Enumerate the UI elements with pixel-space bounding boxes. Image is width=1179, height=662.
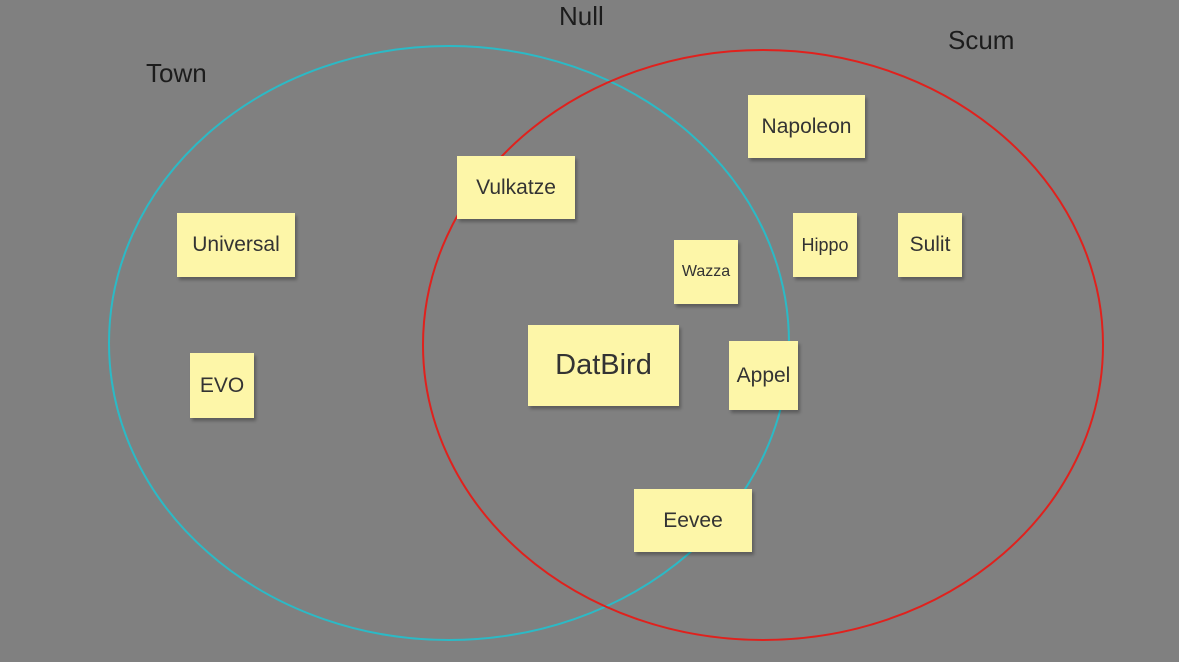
sticky-note-eevee[interactable]: Eevee: [634, 489, 752, 552]
town-label: Town: [146, 58, 207, 88]
null-label: Null: [559, 1, 604, 31]
sticky-note-datbird[interactable]: DatBird: [528, 325, 679, 406]
sticky-note-universal[interactable]: Universal: [177, 213, 295, 277]
scum-circle: [422, 49, 1104, 641]
sticky-note-vulkatze[interactable]: Vulkatze: [457, 156, 575, 219]
scum-label: Scum: [948, 25, 1015, 55]
sticky-note-sulit[interactable]: Sulit: [898, 213, 962, 277]
sticky-note-evo[interactable]: EVO: [190, 353, 254, 418]
sticky-note-wazza[interactable]: Wazza: [674, 240, 738, 304]
sticky-note-hippo[interactable]: Hippo: [793, 213, 857, 277]
sticky-note-appel[interactable]: Appel: [729, 341, 798, 410]
sticky-note-napoleon[interactable]: Napoleon: [748, 95, 865, 158]
